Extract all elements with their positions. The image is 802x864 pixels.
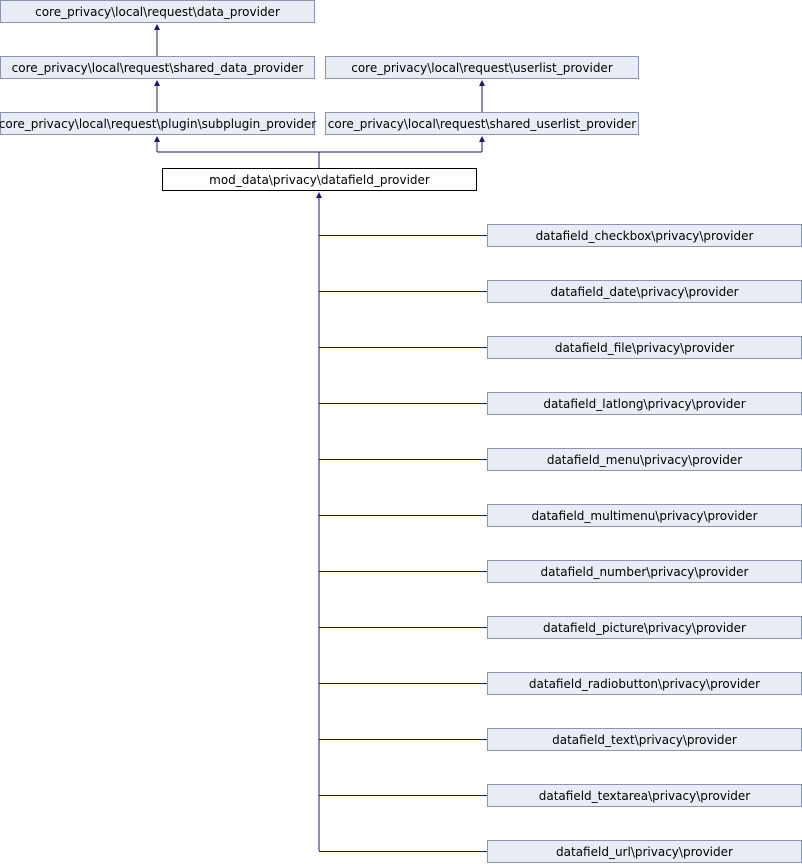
arrow-datafield-provider (316, 192, 322, 198)
inheritance-edges (156, 30, 487, 852)
subclass-node[interactable]: datafield_menu\privacy\provider (487, 448, 802, 471)
subclass-node[interactable]: datafield_textarea\privacy\provider (487, 784, 802, 807)
subclass-node[interactable]: datafield_text\privacy\provider (487, 728, 802, 751)
subclass-node[interactable]: datafield_file\privacy\provider (487, 336, 802, 359)
subclass-node[interactable]: datafield_number\privacy\provider (487, 560, 802, 583)
subclass-node[interactable]: datafield_url\privacy\provider (487, 840, 802, 863)
arrow-subplugin-provider (154, 136, 160, 142)
arrow-shared-data-provider (154, 80, 160, 86)
node-userlist-provider[interactable]: core_privacy\local\request\userlist_prov… (325, 56, 639, 79)
node-shared-userlist-provider[interactable]: core_privacy\local\request\shared_userli… (325, 112, 639, 135)
subclass-node[interactable]: datafield_date\privacy\provider (487, 280, 802, 303)
node-datafield-provider: mod_data\privacy\datafield_provider (162, 168, 477, 191)
arrow-data-provider (154, 24, 160, 30)
node-shared-data-provider[interactable]: core_privacy\local\request\shared_data_p… (0, 56, 315, 79)
subclass-node[interactable]: datafield_latlong\privacy\provider (487, 392, 802, 415)
subclass-node[interactable]: datafield_multimenu\privacy\provider (487, 504, 802, 527)
arrow-shared-userlist-provider (479, 136, 485, 142)
subclass-node[interactable]: datafield_picture\privacy\provider (487, 616, 802, 639)
node-data-provider[interactable]: core_privacy\local\request\data_provider (0, 0, 315, 23)
subclass-node[interactable]: datafield_radiobutton\privacy\provider (487, 672, 802, 695)
node-subplugin-provider[interactable]: core_privacy\local\request\plugin\subplu… (0, 112, 316, 135)
inheritance-arrowheads (154, 24, 485, 198)
subclass-node[interactable]: datafield_checkbox\privacy\provider (487, 224, 802, 247)
arrow-userlist-provider (479, 80, 485, 86)
